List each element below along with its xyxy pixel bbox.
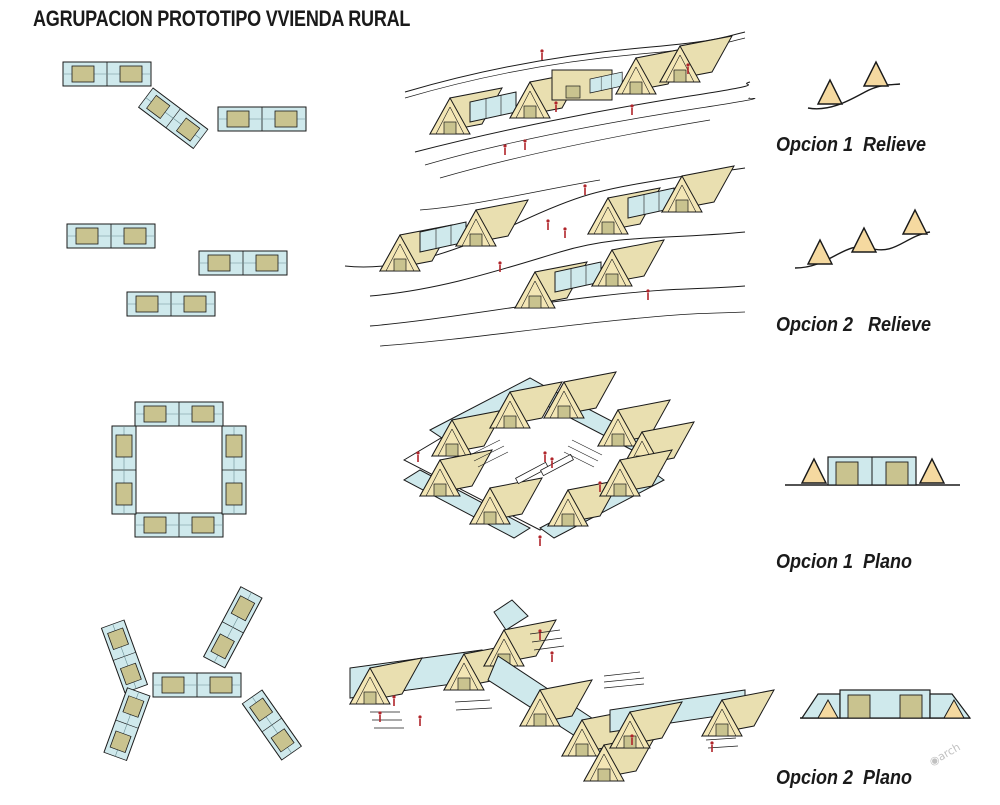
plan-option-2-plano <box>100 586 302 761</box>
option-2-plano-label: Opcion 2 Plano <box>776 767 913 789</box>
iso-option-2-plano <box>349 599 775 782</box>
iso-option-1-plano <box>402 371 695 547</box>
plan-option-1-plano <box>111 401 247 538</box>
option-2-relieve-label: Opcion 2 Relieve <box>776 314 932 336</box>
icon-option-1-plano <box>785 456 960 486</box>
iso-option-2-relieve <box>344 165 746 347</box>
plan-option-1-relieve <box>62 61 307 149</box>
option-1-relieve-label: Opcion 1 Relieve <box>776 134 927 156</box>
icon-option-2-plano <box>800 689 972 719</box>
page-title: AGRUPACION PROTOTIPO VVIENDA RURAL <box>33 6 411 31</box>
icon-option-2-relieve <box>794 209 931 269</box>
iso-option-1-relieve <box>404 31 756 179</box>
plan-option-2-relieve <box>66 223 288 317</box>
icon-option-1-relieve <box>807 61 901 110</box>
option-1-plano-label: Opcion 1 Plano <box>776 551 913 573</box>
